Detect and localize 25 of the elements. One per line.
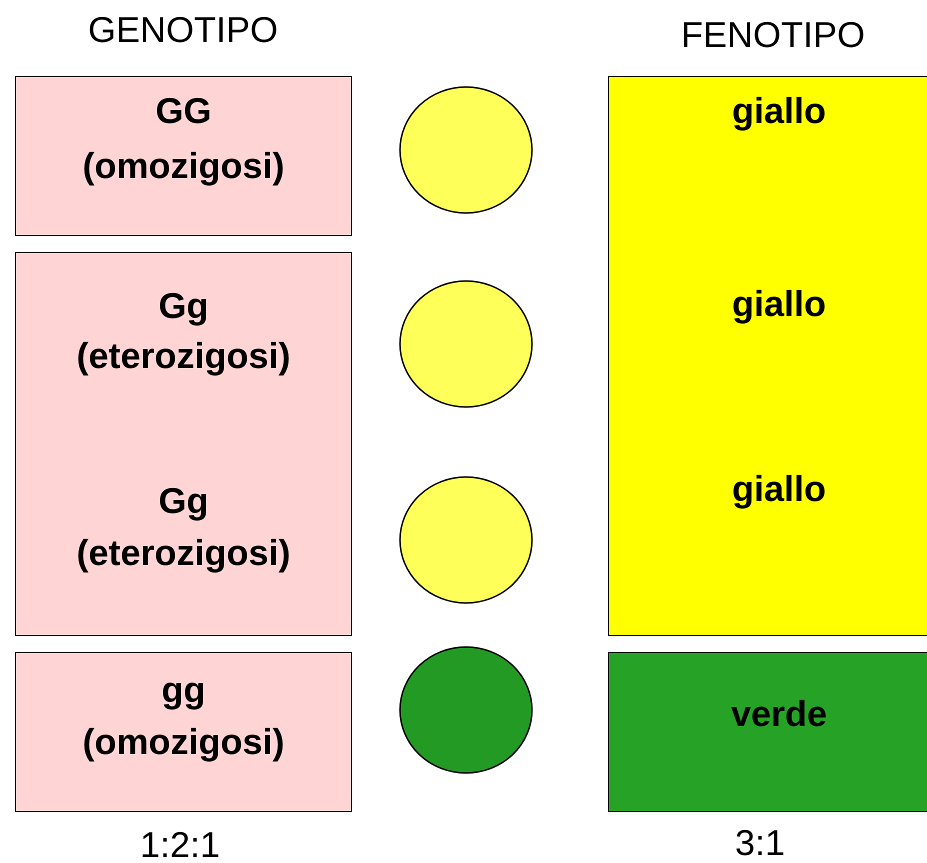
genotype-box	[15, 76, 352, 236]
label-text: Gg	[158, 481, 208, 521]
label-text: (eterozigosi)	[76, 336, 290, 376]
label-text: GG	[155, 91, 212, 131]
label-text: (eterozigosi)	[76, 533, 290, 573]
pea-icon	[399, 280, 533, 408]
ratio-label: 1:2:1	[140, 825, 220, 863]
pea-icon	[399, 476, 533, 604]
label-text: giallo	[732, 91, 826, 131]
genotype-box	[15, 252, 352, 636]
column-heading: GENOTIPO	[88, 10, 278, 50]
pea-icon	[399, 86, 533, 214]
label-text: verde	[730, 694, 828, 734]
label-text: Gg	[158, 286, 208, 326]
ratio-label: 3:1	[734, 823, 786, 863]
label-text: gg	[162, 670, 206, 710]
label-text: (omozigosi)	[82, 722, 284, 762]
phenotype-box	[608, 76, 927, 636]
pea-icon	[399, 646, 533, 774]
label-text: giallo	[732, 469, 826, 509]
phenotype-box	[608, 652, 927, 812]
genotype-box	[15, 652, 352, 812]
label-text: (omozigosi)	[82, 146, 284, 186]
label-text: giallo	[732, 284, 826, 324]
column-heading: FENOTIPO	[681, 15, 865, 55]
